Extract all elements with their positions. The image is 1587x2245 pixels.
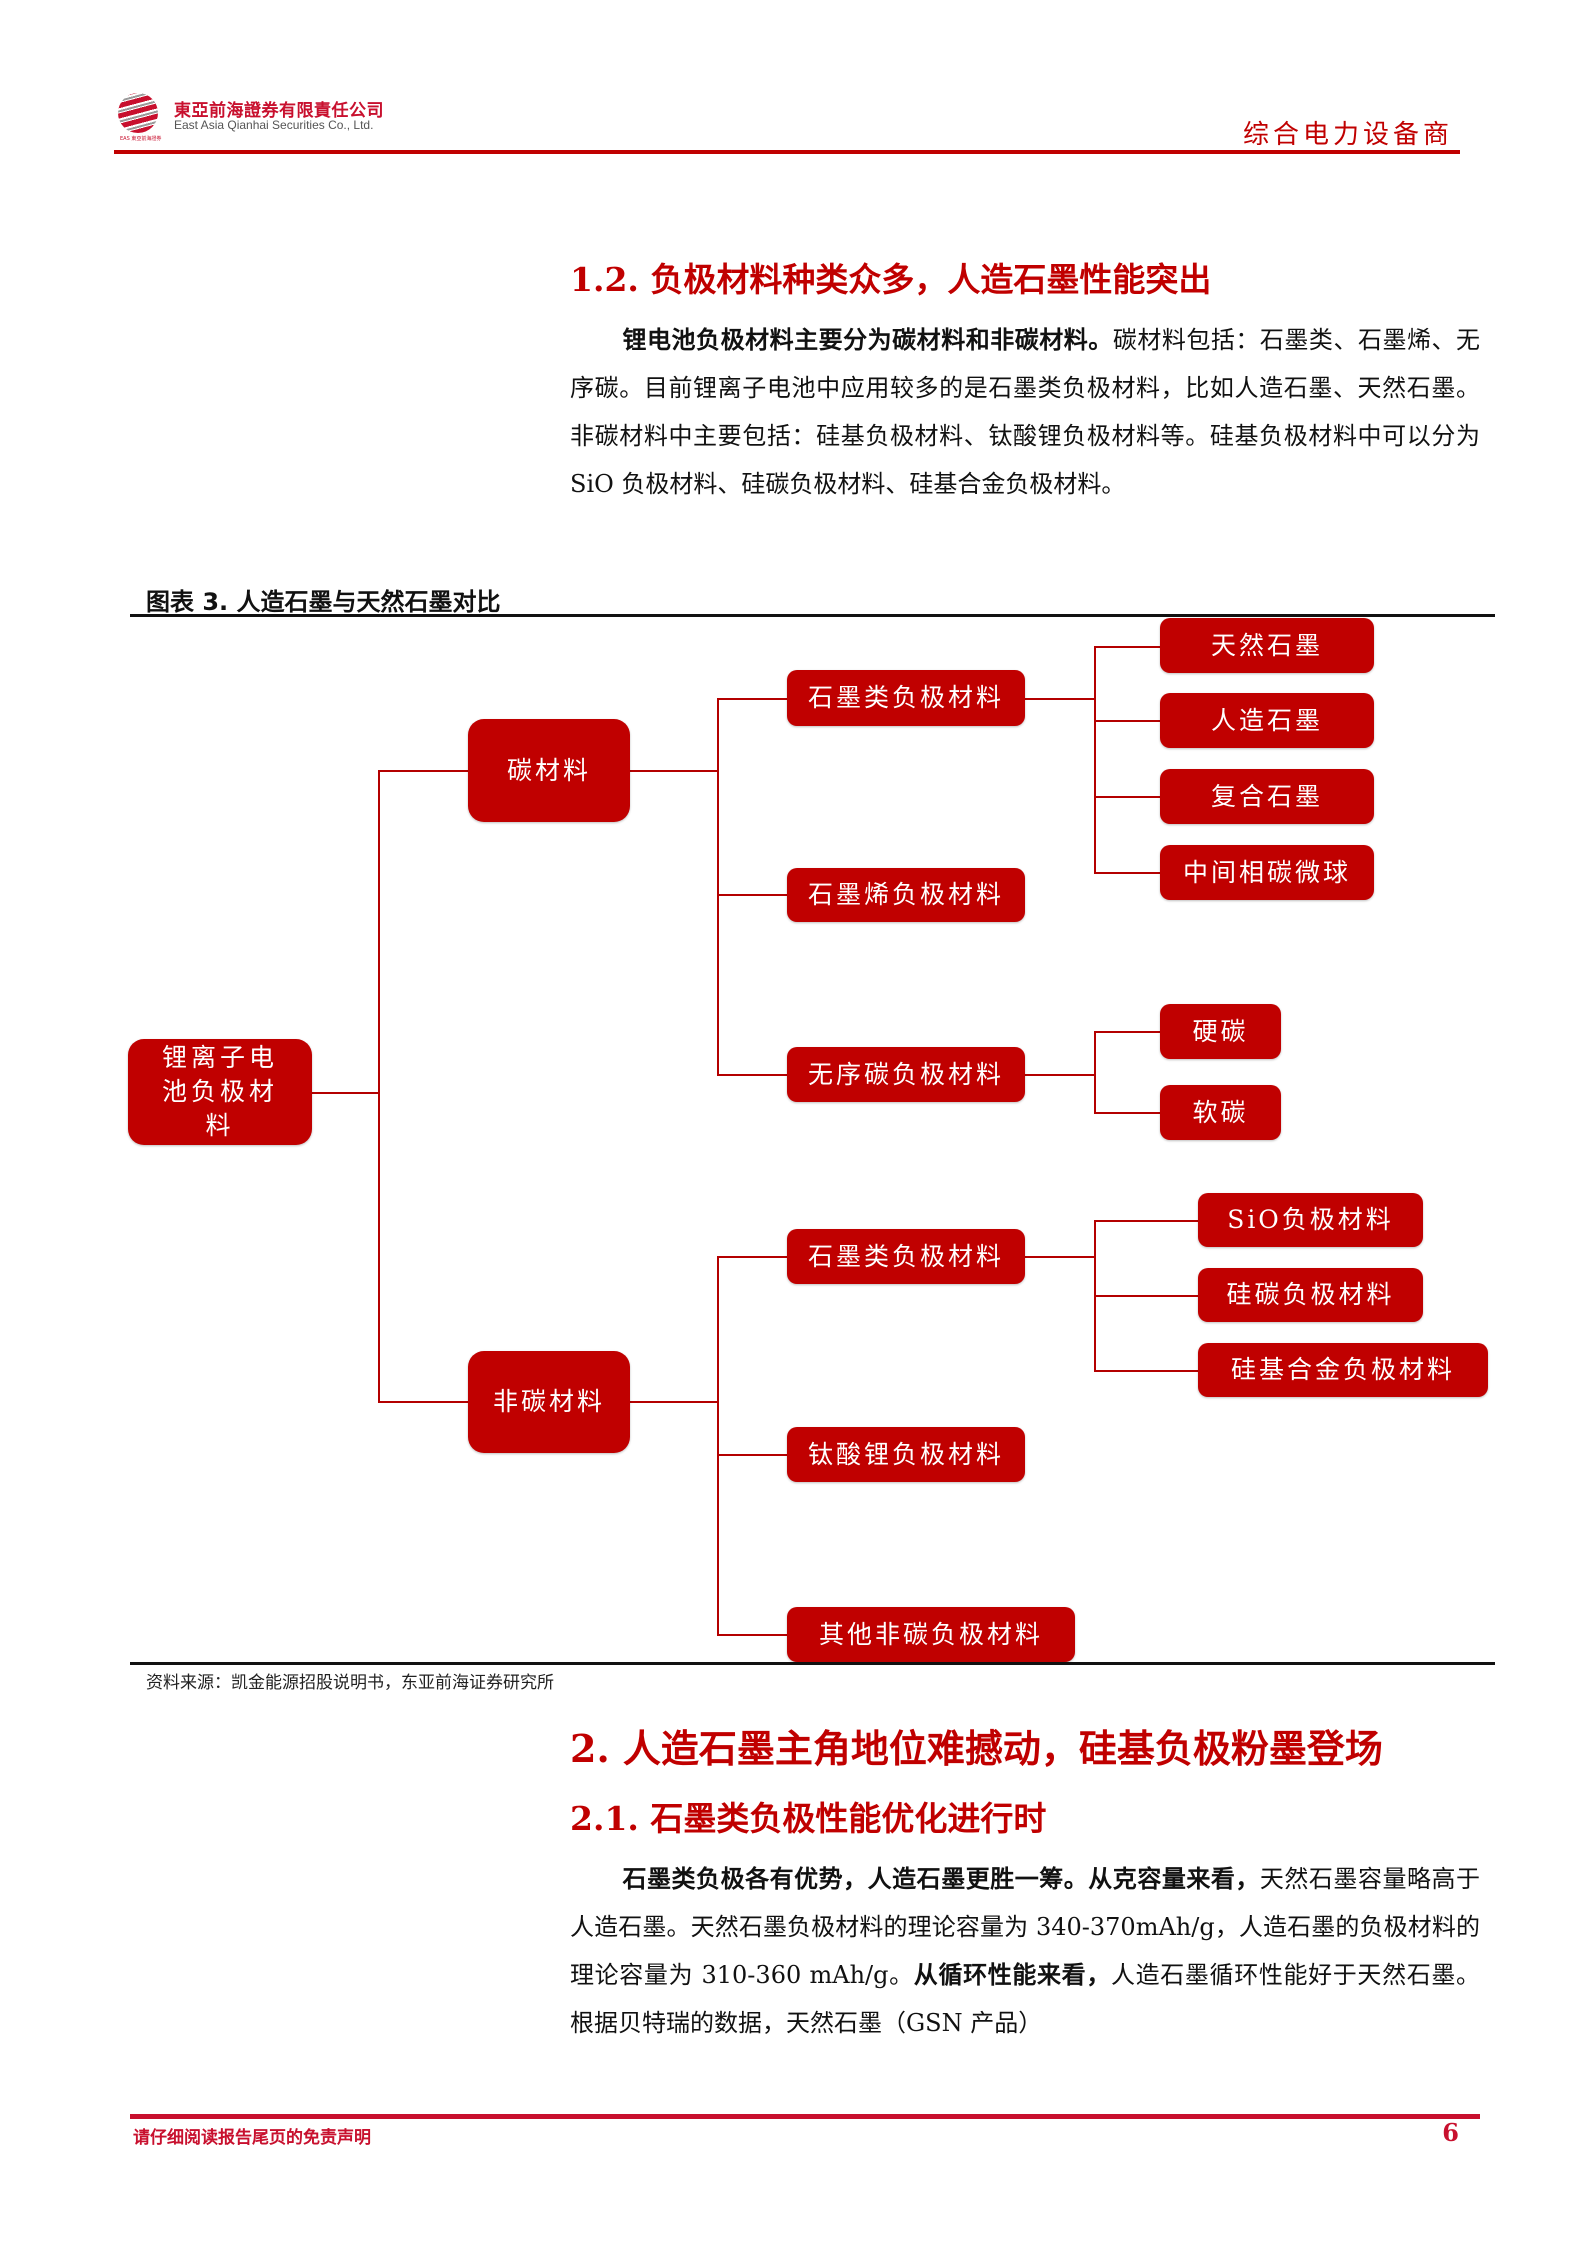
node-hard-carbon: 硬碳 <box>1160 1004 1281 1059</box>
para-lead-bold: 石墨类负极各有优势，人造石墨更胜一筹。从克容量来看， <box>622 1864 1260 1893</box>
connector <box>1094 720 1160 722</box>
logo-subtext: EAS 東亞前海證券 <box>120 136 162 142</box>
connector <box>630 770 718 772</box>
connector <box>1094 1031 1096 1114</box>
para-body: 天然石墨容量略高于人造石墨。天然石墨负极材料的理论容量为 340-370mAh/… <box>570 1865 1481 1989</box>
report-category: 综合电力设备商 <box>1242 120 1453 150</box>
connector <box>1025 1074 1095 1076</box>
connector <box>1025 1256 1095 1258</box>
connector <box>378 770 468 772</box>
node-graphene: 石墨烯负极材料 <box>787 868 1025 922</box>
connector <box>1094 872 1160 874</box>
figure-bottom-rule <box>130 1662 1495 1665</box>
para-body-2: 人造石墨循环性能好于天然石墨。根据贝特瑞的数据，天然石墨（GSN 产品） <box>570 1961 1481 2037</box>
connector <box>1094 1112 1160 1114</box>
node-carbon: 碳材料 <box>468 719 630 822</box>
connector <box>1025 698 1095 700</box>
connector <box>1094 1295 1200 1297</box>
para-lead-bold: 锂电池负极材料主要分为碳材料和非碳材料。 <box>622 325 1113 354</box>
node-natural-graphite: 天然石墨 <box>1160 618 1374 673</box>
connector <box>1094 1031 1160 1033</box>
connector <box>312 1092 379 1094</box>
section-heading-2-1: 2.1. 石墨类负极性能优化进行时 <box>570 1799 1047 1838</box>
figure-source: 资料来源：凯金能源招股说明书，东亚前海证券研究所 <box>146 1673 554 1693</box>
para-bold-2: 从循环性能来看， <box>913 1960 1111 1989</box>
node-sio: SiO负极材料 <box>1198 1193 1423 1247</box>
page-number: 6 <box>1442 2118 1459 2147</box>
company-name-en: East Asia Qianhai Securities Co., Ltd. <box>174 118 374 132</box>
figure-title: 图表 3. 人造石墨与天然石墨对比 <box>146 588 501 616</box>
connector <box>717 1634 787 1636</box>
connector <box>717 1454 787 1456</box>
node-non-carbon: 非碳材料 <box>468 1351 630 1453</box>
section-heading-2: 2. 人造石墨主角地位难撼动，硅基负极粉墨登场 <box>570 1726 1383 1771</box>
node-other-non-carbon: 其他非碳负极材料 <box>787 1607 1075 1662</box>
connector <box>1094 1220 1200 1222</box>
footer-divider <box>130 2114 1480 2119</box>
connector <box>717 1074 787 1076</box>
node-lithium-titanate: 钛酸锂负极材料 <box>787 1427 1025 1482</box>
footer-disclaimer: 请仔细阅读报告尾页的免责声明 <box>133 2128 371 2148</box>
node-graphite: 石墨类负极材料 <box>787 670 1025 726</box>
company-logo: EAS 東亞前海證券 東亞前海證券有限責任公司 East Asia Qianha… <box>118 93 384 145</box>
logo-globe-icon <box>118 93 158 133</box>
connector <box>378 1401 468 1403</box>
connector <box>1094 796 1160 798</box>
connector <box>717 894 787 896</box>
node-artificial-graphite: 人造石墨 <box>1160 693 1374 748</box>
node-silicon-carbon: 硅碳负极材料 <box>1198 1268 1423 1322</box>
section-heading-1-2: 1.2. 负极材料种类众多，人造石墨性能突出 <box>570 260 1212 299</box>
node-root: 锂离子电池负极材料 <box>128 1039 312 1145</box>
node-silicon-alloy: 硅基合金负极材料 <box>1198 1343 1488 1397</box>
connector <box>717 698 787 700</box>
node-mcmb: 中间相碳微球 <box>1160 845 1374 900</box>
para-body: 碳材料包括：石墨类、石墨烯、无序碳。目前锂离子电池中应用较多的是石墨类负极材料，… <box>570 326 1481 498</box>
node-composite-graphite: 复合石墨 <box>1160 769 1374 824</box>
connector <box>1094 1370 1200 1372</box>
node-noncarbon-graphite: 石墨类负极材料 <box>787 1229 1025 1284</box>
connector <box>717 1256 719 1636</box>
connector <box>378 770 380 1403</box>
connector <box>717 698 719 1076</box>
header-divider <box>114 150 1460 154</box>
section-2-1-paragraph: 石墨类负极各有优势，人造石墨更胜一筹。从克容量来看，天然石墨容量略高于人造石墨。… <box>570 1855 1480 2047</box>
company-name-cn: 東亞前海證券有限責任公司 <box>174 101 384 121</box>
connector <box>1094 646 1096 874</box>
node-amorphous-carbon: 无序碳负极材料 <box>787 1047 1025 1102</box>
figure-top-rule <box>130 614 1495 617</box>
connector <box>630 1401 718 1403</box>
connector <box>717 1256 787 1258</box>
connector <box>1094 646 1160 648</box>
node-soft-carbon: 软碳 <box>1160 1085 1281 1140</box>
section-1-2-paragraph: 锂电池负极材料主要分为碳材料和非碳材料。碳材料包括：石墨类、石墨烯、无序碳。目前… <box>570 316 1480 508</box>
